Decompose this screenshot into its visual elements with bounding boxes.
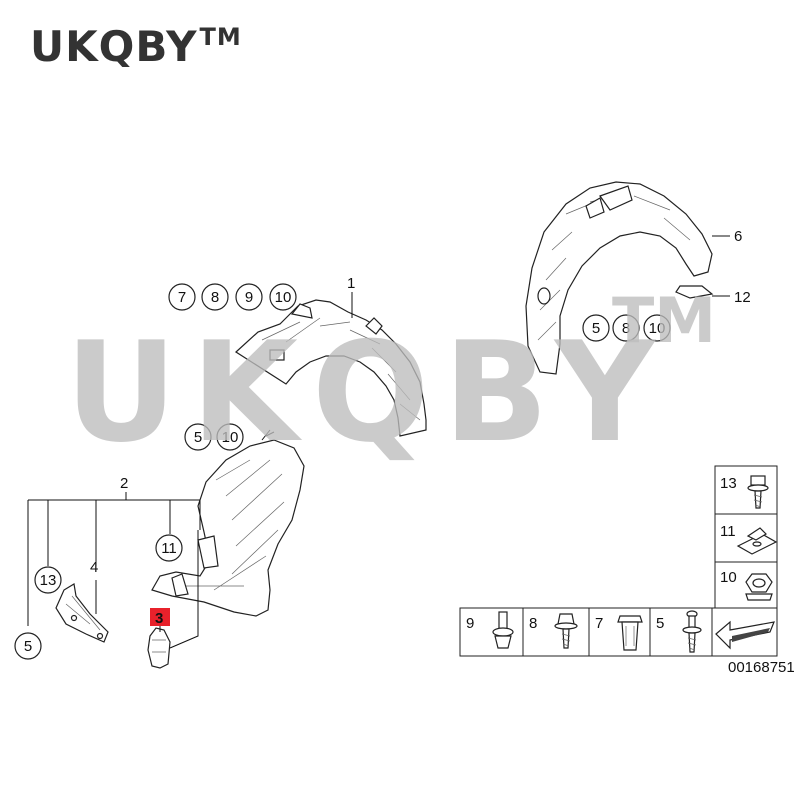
label-part-2: 2 (120, 475, 128, 492)
callout-text-13: 13 (40, 572, 57, 589)
part-3-bracket (147, 627, 171, 669)
label-part-1: 1 (347, 275, 355, 292)
screw-washer-icon (682, 610, 702, 653)
part-4-trim-panel (55, 583, 109, 643)
watermark-text: UKQBY (65, 312, 669, 473)
callout-circle-13 (34, 566, 62, 594)
speed-nut-icon (736, 527, 778, 555)
label-part-3: 3 (155, 610, 163, 627)
callout-group-part-2: 5 10 (184, 423, 244, 451)
screw-icon (554, 613, 578, 649)
brand-tm: TM (199, 23, 242, 51)
callout-text: 8 (622, 320, 630, 337)
direction-arrow-icon (715, 620, 775, 650)
callout-group-part-6: 5 8 10 (582, 314, 671, 342)
callout-text: 10 (222, 429, 239, 446)
callout-text: 7 (178, 289, 186, 306)
callout-text-11: 11 (161, 540, 177, 557)
legend-horizontal: 9 8 7 5 (459, 607, 778, 657)
watermark: UKQBY TM (65, 284, 716, 473)
callout-text: 8 (211, 289, 219, 306)
label-part-4: 4 (90, 559, 98, 576)
callout-text-5: 5 (24, 638, 32, 655)
bolt-washer-icon (747, 475, 769, 509)
legend-label-7: 7 (595, 615, 603, 632)
label-part-6: 6 (734, 228, 742, 245)
part-12-trim-strip (675, 285, 730, 299)
callout-text: 9 (245, 289, 253, 306)
legend-label-11: 11 (720, 523, 736, 540)
callout-text: 10 (649, 320, 666, 337)
legend-vertical: 13 11 10 (714, 465, 778, 609)
watermark-tm: TM (612, 284, 716, 357)
legend-label-10: 10 (720, 569, 737, 586)
callout-circle-11 (155, 534, 183, 562)
expanding-nut-icon (617, 615, 643, 651)
highlight-part-3-box (150, 608, 170, 626)
brand-name: UKQBY (30, 22, 198, 71)
legend-label-5: 5 (656, 615, 664, 632)
part-2-liner-assembly (151, 429, 305, 617)
diagram-id: 00168751 (728, 659, 795, 676)
hex-nut-icon (745, 573, 773, 601)
part-2-leader-lines (27, 492, 201, 649)
callout-circle-5 (14, 632, 42, 660)
callout-text: 5 (194, 429, 202, 446)
brand-logo: UKQBYTM (30, 22, 242, 71)
callout-text: 5 (592, 320, 600, 337)
legend-label-8: 8 (529, 615, 537, 632)
label-part-12: 12 (734, 289, 751, 306)
legend-label-9: 9 (466, 615, 474, 632)
legend-label-13: 13 (720, 475, 737, 492)
callout-group-part-1: 7 8 9 10 (168, 283, 297, 311)
part-6-rear-arch-liner (525, 181, 730, 375)
callout-text: 10 (275, 289, 292, 306)
part-1-wheel-arch-liner (235, 292, 427, 437)
push-rivet-icon (492, 611, 514, 649)
